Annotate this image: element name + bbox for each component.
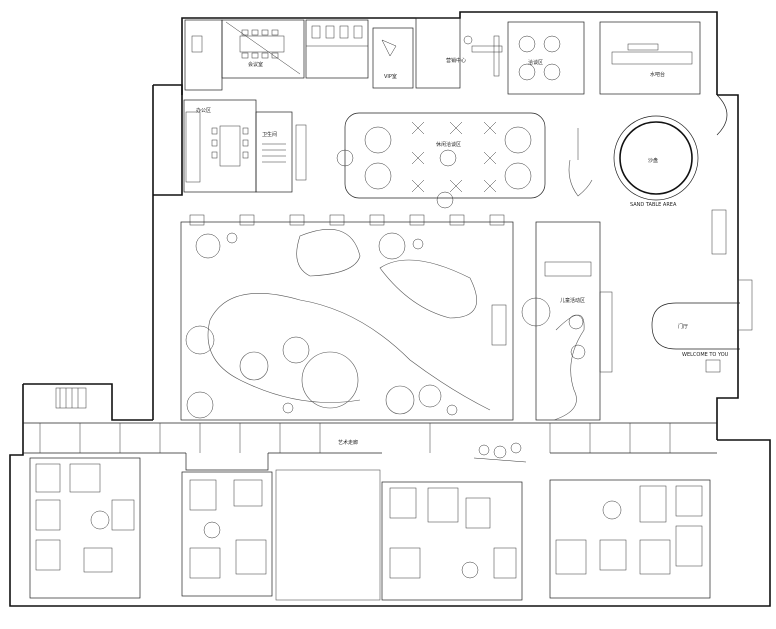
label-sandtable-en: SAND TABLE AREA: [630, 202, 677, 208]
trees: [185, 232, 458, 419]
label-negotiation: 洽谈区: [528, 59, 543, 66]
office-area: 办公区 卫生间: [183, 99, 307, 193]
label-welcome: WELCOME TO YOU: [682, 352, 729, 358]
chair-grid: [411, 121, 497, 193]
label-meeting: 会议室: [248, 61, 263, 68]
sand-table-area: 沙盘 SAND TABLE AREA: [613, 94, 728, 255]
outer-walls: [9, 11, 771, 607]
top-rooms: 会议室 VIP室 营销中心 洽谈区 水吧台: [184, 17, 701, 95]
label-vip: VIP室: [384, 73, 397, 80]
label-kids: 儿童活动区: [560, 297, 585, 304]
label-sales: 营销中心: [446, 57, 466, 64]
label-toilet: 卫生间: [262, 131, 277, 138]
label-office: 办公区: [196, 107, 211, 114]
apartment-units: [29, 457, 711, 601]
stairs: [55, 387, 87, 409]
kids-area: 儿童活动区: [521, 221, 613, 421]
label-sandtable: 沙盘: [648, 157, 658, 164]
entrance-hall: 门厅 WELCOME TO YOU: [651, 279, 753, 373]
label-corridor: 艺术走廊: [338, 439, 358, 446]
art-corridor: 艺术走廊: [39, 387, 671, 463]
label-gate: 门厅: [678, 323, 688, 330]
label-lounge: 休闲洽谈区: [436, 141, 461, 148]
garden: [180, 214, 514, 421]
label-water-bar: 水吧台: [650, 71, 665, 78]
lounge-area: 休闲洽谈区: [336, 112, 593, 209]
